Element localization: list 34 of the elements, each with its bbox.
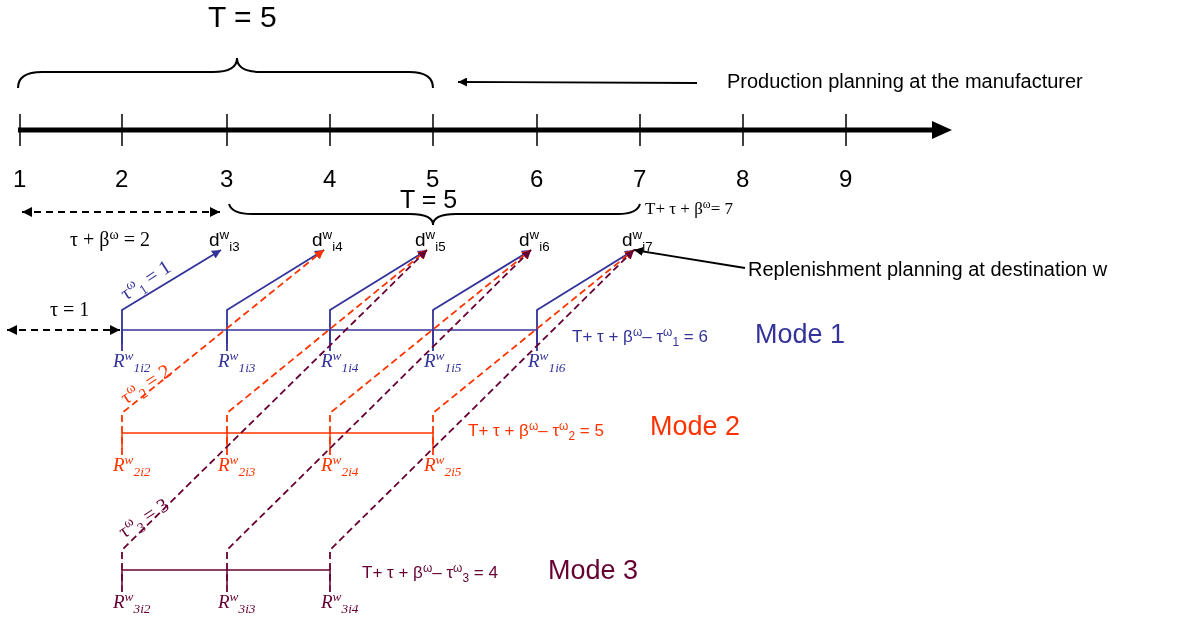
tick-label: 1 (13, 166, 27, 193)
formula-label: T+ τ + β$^{ω}$= 7 (645, 200, 733, 219)
formula-label: T+ τ + β$^{ω}$– τ$^{ω}$$_{3}$ = 4 (362, 564, 498, 583)
arrow (226, 249, 532, 593)
arrow (329, 249, 428, 352)
arrow (633, 247, 746, 269)
caption-text: Replenishment planning at destination w (748, 258, 1108, 280)
formula-label: T+ τ + β$^{ω}$– τ$^{ω}$$_{1}$ = 6 (572, 328, 708, 347)
formula-label: T+ τ + β$^{ω}$– τ$^{ω}$$_{2}$ = 5 (468, 422, 604, 441)
arrow (457, 77, 698, 87)
heading-label: Mode 1 (755, 320, 846, 350)
tick-label: 4 (323, 166, 337, 193)
arrow (536, 249, 635, 352)
arrow (226, 249, 325, 352)
caption-text: Production planning at the manufacturer (727, 70, 1083, 92)
tick-label: 9 (839, 166, 853, 193)
tick-label: 7 (633, 166, 647, 193)
formula-label: τ = 1 (50, 298, 90, 320)
tick-label: 6 (530, 166, 544, 193)
heading-label: Mode 3 (548, 556, 639, 586)
arrow (226, 249, 428, 456)
tick-label: 3 (220, 166, 234, 193)
arrow (329, 249, 635, 593)
tick-label: 8 (736, 166, 750, 193)
formula-label: τ + β$^{ω}$ = 2 (70, 228, 150, 250)
arrow (432, 249, 635, 456)
heading-label: Mode 2 (650, 412, 741, 442)
arrow (121, 249, 222, 352)
arrow (121, 249, 325, 456)
arrow (329, 249, 532, 456)
tick-label: 2 (115, 166, 129, 193)
arrow (121, 249, 428, 593)
arrow (432, 249, 532, 352)
heading-label: T = 5 (208, 0, 277, 33)
